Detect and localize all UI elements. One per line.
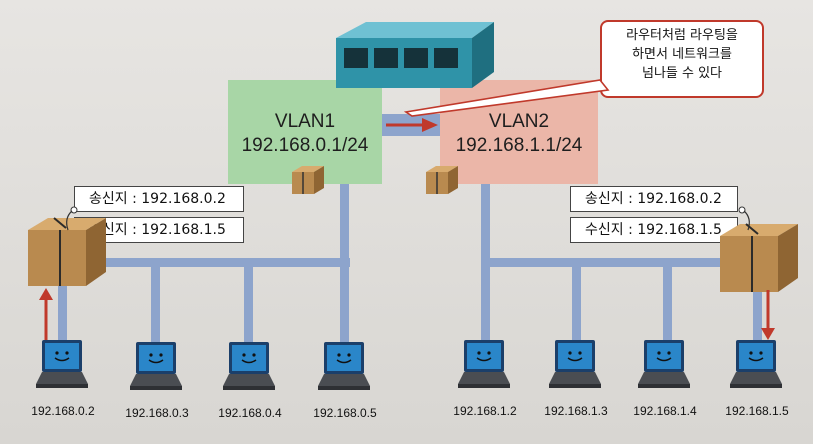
host-wire-7 [663, 262, 672, 342]
left-packet-source-label: 송신지 : 192.168.0.2 [74, 186, 244, 212]
host-ip-7: 192.168.1.4 [633, 404, 697, 418]
source-key: 송신지 [89, 191, 128, 207]
separator: : [628, 191, 638, 207]
host-ip-6: 192.168.1.3 [544, 404, 608, 418]
vlan2-uplink-wire [481, 184, 490, 264]
vlan2-name: VLAN2 [488, 111, 550, 132]
host-ip-8: 192.168.1.5 [725, 404, 789, 418]
source-ip: 192.168.0.2 [141, 191, 226, 207]
callout-line-2: 하면서 네트워크를 [632, 47, 732, 62]
host-wire-6 [572, 262, 581, 342]
laptop-icon-7 [637, 340, 691, 389]
host-ip-1: 192.168.0.2 [31, 404, 95, 418]
callout-line-1: 라우터처럼 라우팅을 [626, 28, 738, 43]
l3-switch-icon [336, 22, 494, 88]
right-packet-dest-label: 수신지 : 192.168.1.5 [570, 217, 738, 243]
vlan2-bus-wire [481, 258, 731, 267]
host-wire-5 [481, 262, 490, 342]
tag-string-right [738, 206, 750, 231]
source-ip: 192.168.0.2 [637, 191, 722, 207]
vlan2-zone: VLAN2 192.168.1.1/24 [440, 80, 598, 184]
send-arrow-icon [39, 288, 53, 342]
dest-ip: 192.168.1.5 [141, 222, 226, 238]
laptop-icon-6 [548, 340, 602, 389]
packet-vlan2-icon [426, 166, 458, 194]
packet-right-icon [720, 223, 798, 292]
vlan1-name: VLAN1 [274, 111, 336, 132]
separator: : [132, 222, 142, 238]
host-wire-4 [340, 262, 349, 342]
callout-line-3: 넘나들 수 있다 [641, 66, 723, 81]
vlan1-address: 192.168.0.1/24 [241, 135, 369, 156]
dest-key: 수신지 [585, 222, 624, 238]
host-wire-2 [151, 262, 160, 342]
right-packet-source-label: 송신지 : 192.168.0.2 [570, 186, 738, 212]
routing-callout: 라우터처럼 라우팅을 하면서 네트워크를 넘나들 수 있다 [600, 20, 764, 98]
laptop-icon-5 [457, 340, 511, 389]
packet-vlan1-icon [292, 166, 324, 194]
host-ip-2: 192.168.0.3 [125, 406, 189, 420]
tag-string-left [66, 206, 78, 231]
laptop-icon-8 [729, 340, 783, 389]
callout-pointer [404, 79, 610, 117]
vlan2-address: 192.168.1.1/24 [455, 135, 583, 156]
source-key: 송신지 [585, 191, 624, 207]
host-ip-4: 192.168.0.5 [313, 406, 377, 420]
laptop-icon-3 [222, 342, 276, 391]
host-ip-3: 192.168.0.4 [218, 406, 282, 420]
host-wire-3 [244, 262, 253, 342]
dest-ip: 192.168.1.5 [637, 222, 722, 238]
host-ip-5: 192.168.1.2 [453, 404, 517, 418]
host-wire-8 [753, 286, 762, 342]
receive-arrow-icon [761, 290, 775, 340]
routing-arrow-icon [386, 118, 438, 132]
separator: : [132, 191, 142, 207]
separator: : [628, 222, 638, 238]
laptop-icon-4 [317, 342, 371, 391]
vlan1-bus-wire [100, 258, 350, 267]
vlan1-uplink-wire [340, 184, 349, 264]
laptop-icon-2 [129, 342, 183, 391]
host-wire-1 [58, 280, 67, 342]
laptop-icon-1 [35, 340, 89, 389]
